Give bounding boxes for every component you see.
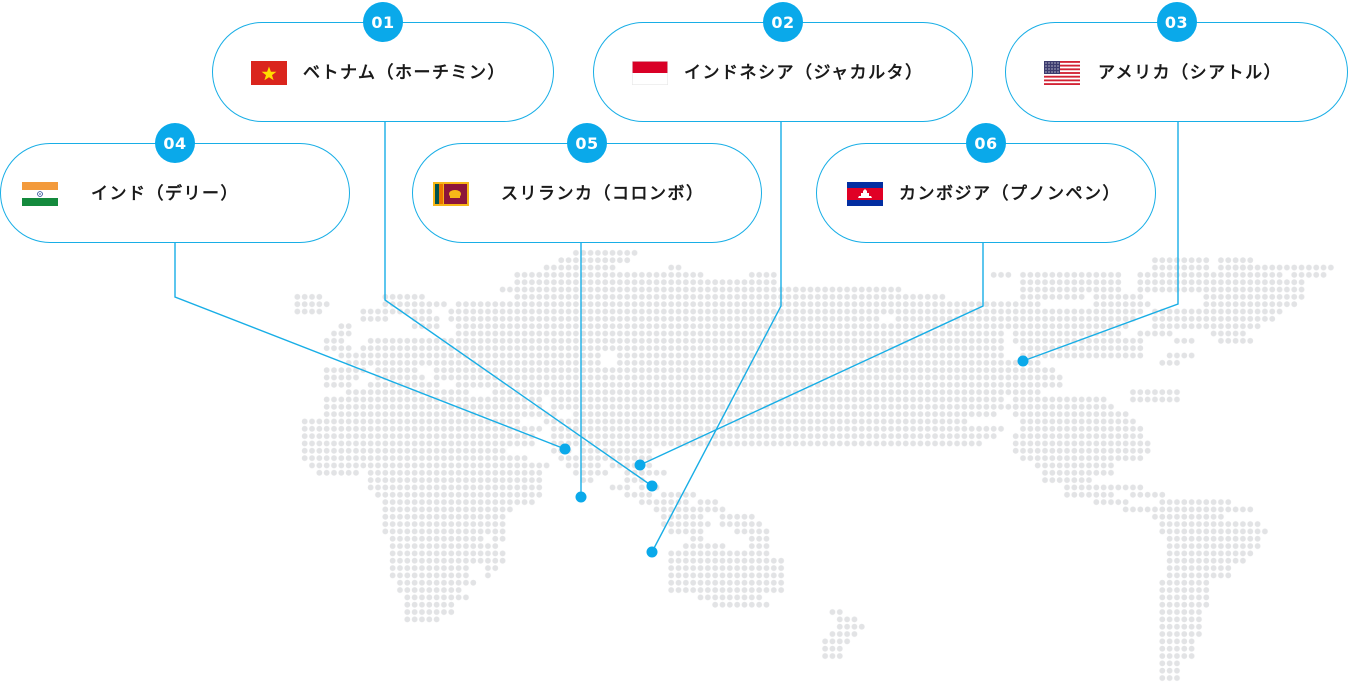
usa-flag-icon [1044,61,1080,85]
srilanka-flag-icon [433,182,469,206]
cambodia-flag-icon [847,182,883,206]
location-card-03[interactable]: 03 アメリカ（シアトル） [1005,2,1348,122]
number-badge: 06 [966,123,1006,163]
location-marker[interactable] [634,459,646,471]
location-card-05[interactable]: 05 スリランカ（コロンボ） [412,123,762,243]
leader-line [174,242,566,450]
leader-line [651,121,782,553]
location-marker[interactable] [646,546,658,558]
location-label: カンボジア（プノンペン） [899,184,1121,204]
location-label: スリランカ（コロンボ） [501,184,705,204]
number-badge: 01 [363,2,403,42]
location-marker[interactable] [646,480,658,492]
india-flag-icon [22,182,58,206]
location-card-04[interactable]: 04 インド（デリー） [0,123,350,243]
map-dots [293,249,1335,682]
location-card-01[interactable]: 01 ベトナム（ホーチミン） [212,2,554,122]
indonesia-flag-icon [632,61,669,85]
leader-lines [174,121,1179,558]
number-badge: 03 [1156,2,1197,42]
location-marker[interactable] [575,491,587,503]
leader-line [384,121,653,487]
location-label: アメリカ（シアトル） [1098,63,1283,83]
leader-line [1022,121,1179,362]
location-label: インドネシア（ジャカルタ） [684,63,924,83]
location-card-02[interactable]: 02 インドネシア（ジャカルタ） [593,2,973,122]
vietnam-flag-icon [251,61,287,85]
location-card-06[interactable]: 06 カンボジア（プノンペン） [816,123,1156,243]
number-badge: 04 [155,123,195,163]
location-label: インド（デリー） [91,184,239,204]
location-label: ベトナム（ホーチミン） [303,63,506,83]
number-badge: 02 [763,2,803,42]
location-marker[interactable] [559,443,571,455]
location-marker[interactable] [1017,355,1029,367]
leader-line [639,242,984,466]
number-badge: 05 [567,123,607,163]
